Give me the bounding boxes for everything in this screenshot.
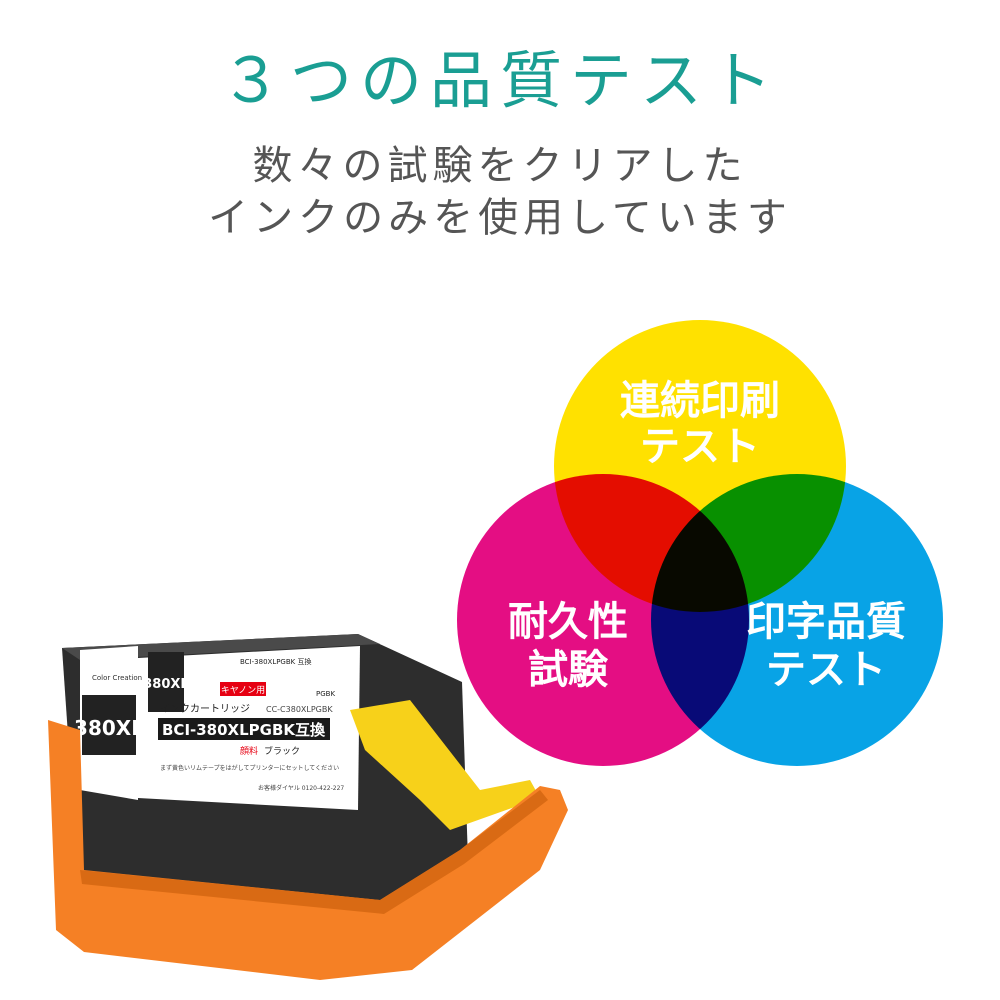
usage-note: まず黄色いリムテープをはがしてプリンターにセットしてください <box>160 764 339 772</box>
ink-cartridge-photo: 380XL Color Creation 380XL キヤノン用 インクカートリ… <box>48 634 568 980</box>
model-plate <box>82 695 136 755</box>
cartridge-top <box>62 634 380 660</box>
subtitle-line-1: 数々の試験をクリアした <box>252 143 748 189</box>
subtitle: 数々の試験をクリアした インクのみを使用しています <box>0 140 1000 244</box>
side-code: BCI-380XLPGBK 互換 <box>240 657 311 666</box>
support-number: お客様ダイヤル 0120-422-227 <box>258 784 344 792</box>
model-small: 380XL <box>143 677 188 692</box>
label-print-quality-line1: 印字品質 <box>746 599 906 645</box>
label-continuous-print-line1: 連続印刷 <box>620 378 780 424</box>
compat-badge: キヤノン用 <box>221 685 265 696</box>
orange-tray <box>48 720 568 980</box>
product-type: インクカートリッジ <box>160 703 250 715</box>
subtitle-line-2: インクのみを使用しています <box>208 195 792 241</box>
quality-test-venn-diagram: 連続印刷 テスト 耐久性 試験 印字品質 テスト <box>457 320 943 766</box>
circle-print-quality <box>651 474 943 766</box>
sku: CC-C380XLPGBK <box>266 705 333 714</box>
page-title: ３つの品質テスト <box>219 44 780 117</box>
pigment-mark: PGBK <box>316 690 335 698</box>
compat-badge-bg <box>220 682 266 696</box>
model-small-plate <box>148 652 184 712</box>
yellow-seal-tape <box>350 700 540 830</box>
label-continuous-print-line2: テスト <box>640 424 760 470</box>
color-prefix: 顔料 <box>240 745 258 757</box>
color-name: ブラック <box>264 745 300 757</box>
label-durability-line2: 試験 <box>528 647 609 693</box>
tray-inner-edge <box>80 790 548 914</box>
model-big: 380XL <box>74 716 144 740</box>
label-print-quality-line2: テスト <box>766 647 886 693</box>
brand-name: Color Creation <box>92 674 142 682</box>
part-code: BCI-380XLPGBK互換 <box>162 721 326 739</box>
part-code-bg <box>158 718 330 740</box>
label-durability-line1: 耐久性 <box>508 599 628 645</box>
